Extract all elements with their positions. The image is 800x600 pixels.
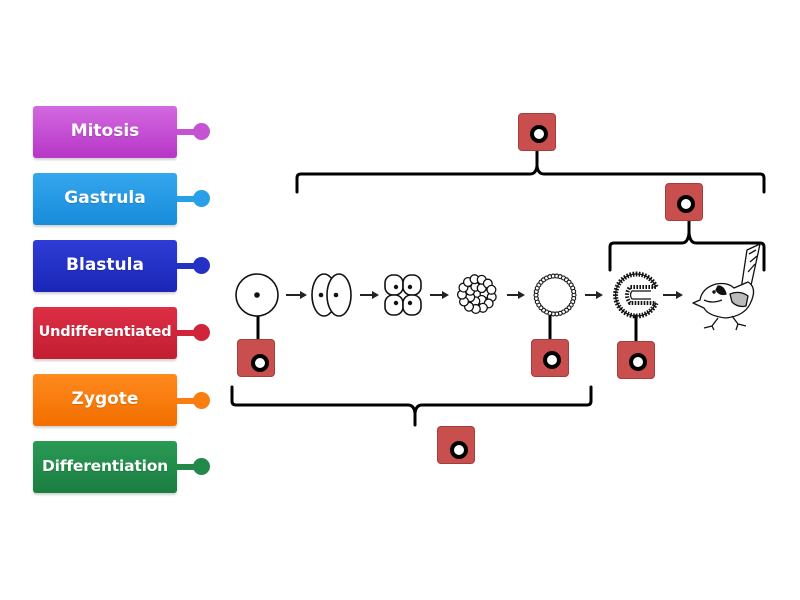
target-ring-icon (543, 351, 561, 369)
connector-zygote (177, 398, 199, 404)
label-gastrula[interactable]: Gastrula (33, 173, 177, 225)
label-undifferentiated[interactable]: Undifferentiated (33, 307, 177, 359)
connector-undifferentiated (177, 330, 199, 336)
zygote-cell-icon (235, 273, 279, 317)
right-bracket-target[interactable] (665, 183, 703, 221)
drag-handle-blastula[interactable] (193, 257, 210, 274)
blastula-target[interactable] (531, 339, 569, 377)
drag-handle-differentiation[interactable] (193, 458, 210, 475)
label-text: Mitosis (70, 120, 140, 141)
connector-blastula (177, 263, 199, 269)
target-ring-icon (251, 354, 269, 372)
bottom-bracket (230, 385, 593, 427)
connector-mitosis (177, 129, 199, 135)
right-bracket (608, 231, 766, 272)
adult-bird-icon (692, 243, 761, 331)
blastula-icon (533, 273, 577, 317)
label-text: Blastula (66, 254, 144, 275)
morula-icon (456, 274, 497, 315)
drag-handle-mitosis[interactable] (193, 123, 210, 140)
target-ring-icon (530, 125, 548, 143)
label-text: Gastrula (64, 187, 146, 208)
target-ring-icon (629, 353, 647, 371)
label-zygote[interactable]: Zygote (33, 374, 177, 426)
drag-handle-gastrula[interactable] (193, 190, 210, 207)
two-cell-icon (311, 273, 352, 317)
gastrula-target[interactable] (617, 341, 655, 379)
label-blastula[interactable]: Blastula (33, 240, 177, 292)
arrow-icon (507, 291, 525, 299)
zygote-target[interactable] (237, 339, 275, 377)
label-mitosis[interactable]: Mitosis (33, 106, 177, 158)
top-bracket-target[interactable] (518, 113, 556, 151)
bottom-bracket-target[interactable] (437, 426, 475, 464)
arrow-icon (430, 291, 449, 299)
arrow-icon (360, 291, 379, 299)
label-text: Zygote (71, 388, 139, 409)
label-text: Differentiation (42, 456, 168, 475)
connector-gastrula (177, 196, 199, 202)
four-cell-icon (384, 274, 422, 316)
drag-handle-zygote[interactable] (193, 392, 210, 409)
target-ring-icon (677, 195, 695, 213)
connector-differentiation (177, 464, 199, 470)
target-ring-icon (450, 441, 468, 459)
arrow-icon (585, 291, 603, 299)
drag-handle-undifferentiated[interactable] (193, 324, 210, 341)
arrow-icon (286, 291, 307, 299)
label-text: Undifferentiated (38, 323, 172, 340)
arrow-icon (663, 291, 683, 299)
gastrula-icon (613, 271, 659, 319)
label-differentiation[interactable]: Differentiation (33, 441, 177, 493)
